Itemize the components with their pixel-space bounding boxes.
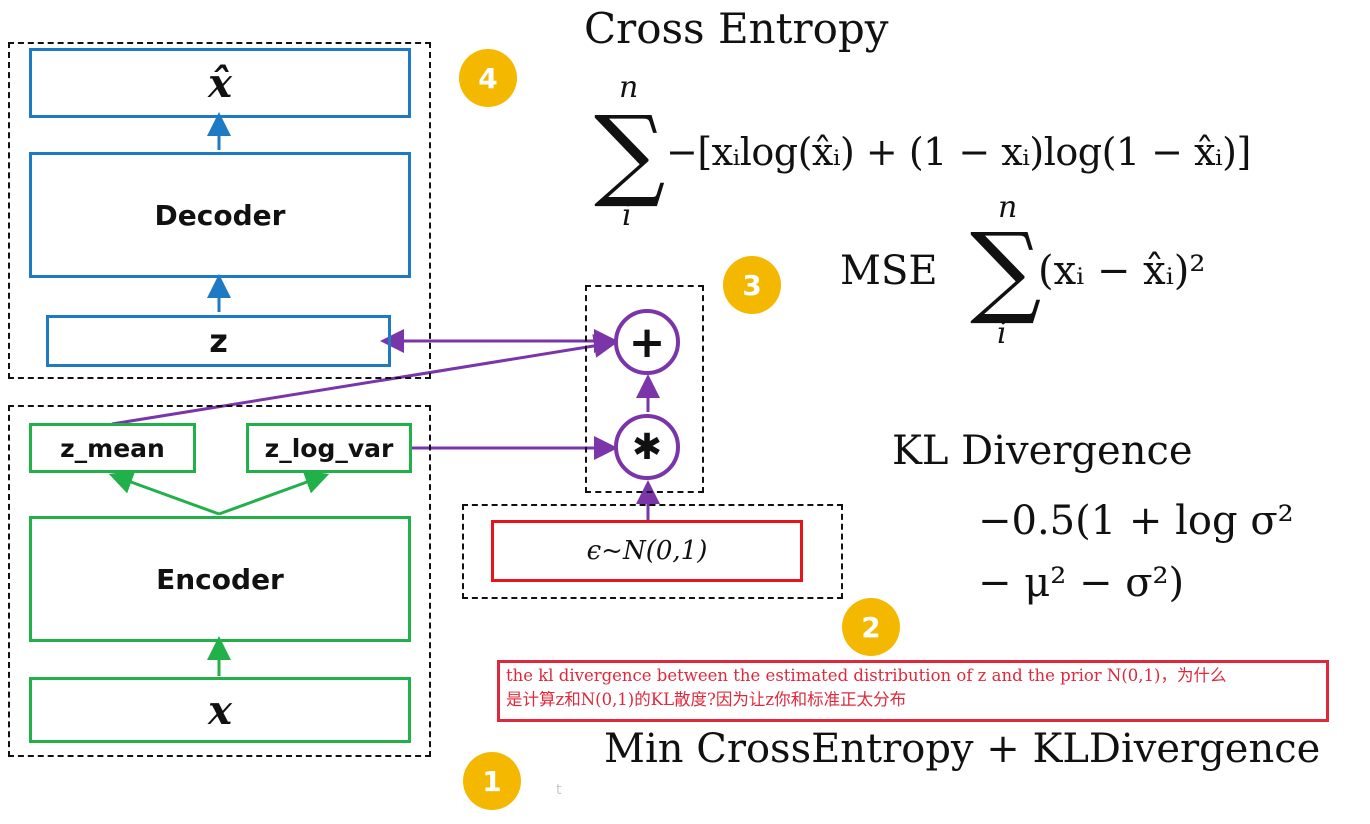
x-hat-box: x̂ (29, 48, 411, 118)
z-mean-label: z_mean (60, 433, 165, 463)
zmean-to-plus-arrow (111, 334, 618, 426)
kl-line-2: − μ² − σ²) (978, 560, 1185, 606)
stray-mark: t (556, 782, 562, 798)
mse-label: MSE (840, 248, 938, 294)
badge-2: 2 (842, 598, 900, 656)
epsilon-box: ϵ~N(0,1) (491, 520, 803, 582)
z-label: z (209, 322, 228, 360)
encoder-to-zmean-arrow (108, 470, 220, 516)
z-log-var-box: z_log_var (246, 423, 412, 473)
badge-2-label: 2 (861, 610, 881, 644)
badge-4-label: 4 (478, 61, 498, 95)
ce-sum-upper: n (619, 70, 639, 105)
kl-line-1: −0.5(1 + log σ² (978, 498, 1294, 544)
plus-operator: + (614, 309, 680, 375)
encoder-to-zlogvar-arrow (218, 470, 330, 516)
x-hat-label: x̂ (208, 59, 232, 107)
epsilon-group (462, 504, 843, 599)
cross-entropy-title: Cross Entropy (584, 4, 889, 53)
kl-title: KL Divergence (892, 428, 1193, 474)
reparam-group (585, 285, 704, 493)
badge-3-label: 3 (742, 268, 762, 302)
annotation-note: the kl divergence between the estimated … (497, 660, 1329, 722)
z-log-var-label: z_log_var (264, 433, 394, 463)
encoder-group (8, 405, 431, 757)
x-input-box: x (29, 677, 411, 743)
decoder-box: Decoder (29, 152, 411, 278)
badge-1: 1 (463, 752, 521, 810)
badge-1-label: 1 (482, 764, 502, 798)
ce-expression: −[xᵢlog(x̂ᵢ) + (1 − xᵢ)log(1 − x̂ᵢ)] (666, 130, 1251, 174)
mse-sigma: ∑ (970, 211, 1042, 328)
encoder-label: Encoder (156, 562, 284, 596)
ce-sum-lower: i (622, 198, 632, 233)
plus-symbol: + (628, 316, 666, 368)
mse-sum-lower: i (997, 316, 1007, 351)
multiply-symbol: ✱ (631, 426, 663, 468)
badge-3: 3 (723, 256, 781, 314)
encoder-box: Encoder (29, 516, 411, 642)
z-mean-box: z_mean (29, 423, 196, 473)
objective-text: Min CrossEntropy + KLDivergence (604, 726, 1321, 772)
epsilon-label: ϵ~N(0,1) (586, 536, 708, 566)
badge-4: 4 (459, 49, 517, 107)
note-line-1: the kl divergence between the estimated … (506, 666, 1227, 685)
multiply-operator: ✱ (614, 414, 680, 480)
decoder-group (8, 42, 431, 379)
decoder-label: Decoder (154, 198, 286, 232)
ce-sigma: ∑ (594, 94, 666, 211)
x-label: x (208, 686, 232, 734)
note-line-2: 是计算z和N(0,1)的KL散度?因为让z你和标准正太分布 (506, 690, 907, 709)
mse-expression: (xᵢ − x̂ᵢ)² (1038, 248, 1206, 294)
mse-sum-upper: n (998, 190, 1018, 225)
z-box: z (46, 315, 391, 367)
